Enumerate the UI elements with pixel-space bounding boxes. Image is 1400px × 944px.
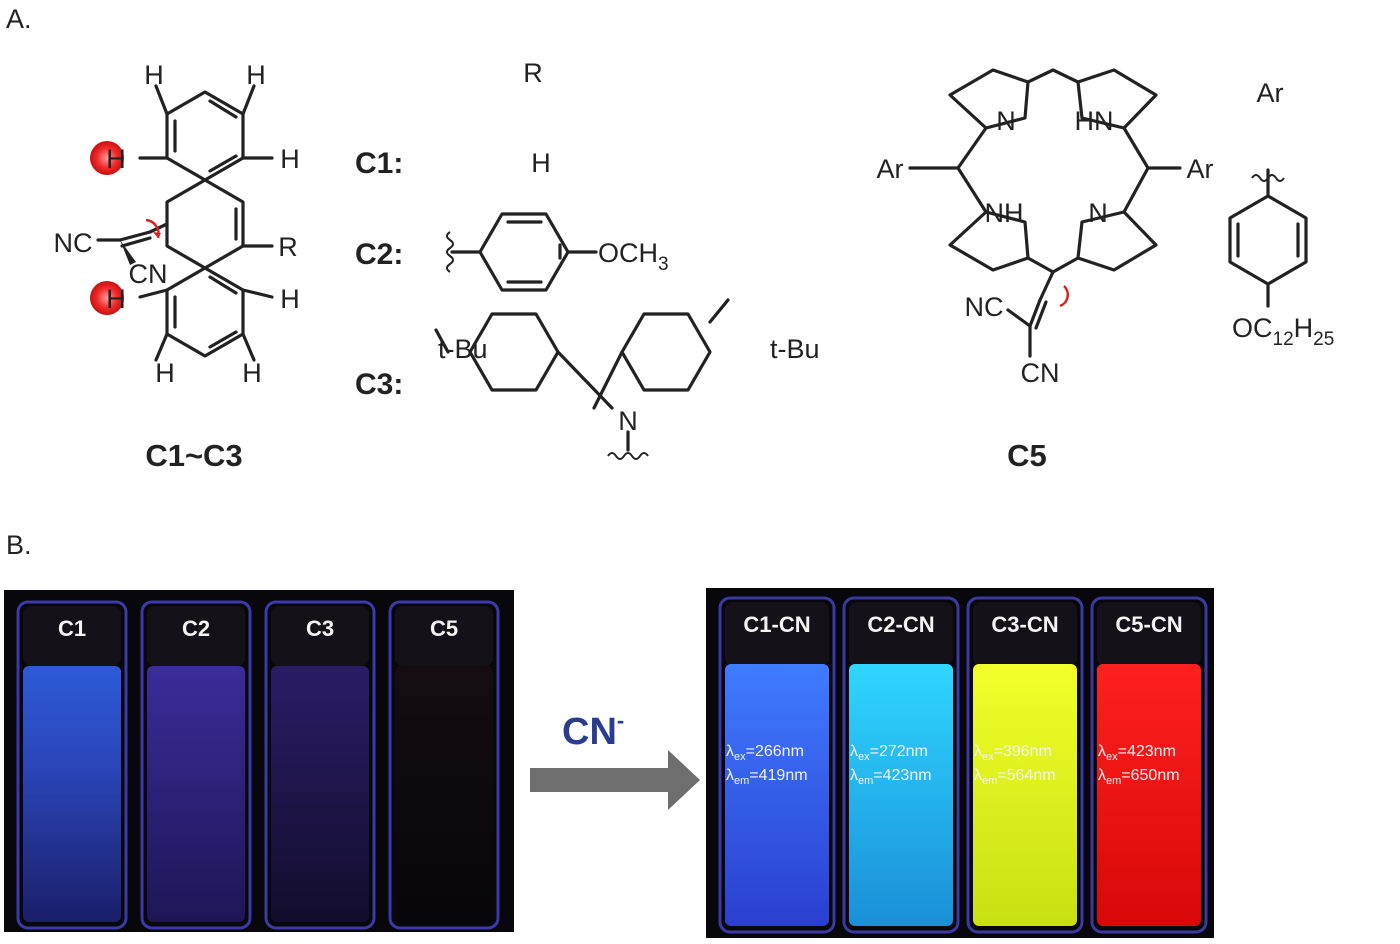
c3-tbu-right: t-Bu xyxy=(770,334,820,364)
lambda-em: λem=419nm xyxy=(726,767,808,787)
atom-cn: CN xyxy=(129,259,168,289)
r-header: R xyxy=(523,58,543,88)
lambda-ex: λex=423nm xyxy=(1098,743,1176,763)
c5-atom-nh: NH xyxy=(985,198,1024,228)
c2-och3: OCH3 xyxy=(598,238,669,275)
c5-atom-ar-right: Ar xyxy=(1187,154,1214,184)
c5-atom-ar-left: Ar xyxy=(877,154,904,184)
ar-oc12h25: OC12H25 xyxy=(1232,313,1334,350)
lambda-em: λem=650nm xyxy=(1098,767,1180,787)
vial-after-label: C3-CN xyxy=(991,612,1058,637)
atom-r: R xyxy=(278,232,298,262)
atom-h-1: H xyxy=(144,60,164,90)
vial-after-c5-cn: C5-CN λex=423nm λem=650nm xyxy=(1090,596,1208,934)
vial-after-c1-cn: C1-CN λex=266nm λem=419nm xyxy=(718,596,836,934)
c5-atom-cn: CN xyxy=(1021,358,1060,388)
before-vial-group: C1 C2 C3 C5 xyxy=(16,600,500,930)
row-c1-substituent: H xyxy=(531,148,551,178)
row-c2-label: C2: xyxy=(355,238,403,271)
vial-after-label: C5-CN xyxy=(1115,612,1182,637)
atom-h-3: H xyxy=(280,144,300,174)
c3-tbu-left: t-Bu xyxy=(438,334,488,364)
atom-nc: NC xyxy=(54,228,93,258)
c5-atom-hn: HN xyxy=(1075,106,1114,136)
vial-before-label: C2 xyxy=(182,616,210,641)
c5-atom-n-2: N xyxy=(1088,198,1108,228)
vial-after-c2-cn: C2-CN λex=272nm λem=423nm xyxy=(842,596,960,934)
vial-before-label: C3 xyxy=(306,616,334,641)
photo-before: C1 C2 C3 C5 xyxy=(4,590,514,932)
panel-b-label: B. xyxy=(6,530,32,560)
atom-h-5: H xyxy=(155,358,175,388)
lambda-em: λem=564nm xyxy=(974,767,1056,787)
atom-h-highlight-2: H xyxy=(106,284,126,314)
atom-h-highlight-1: H xyxy=(106,144,126,174)
panel-a-label: A. xyxy=(6,4,32,34)
row-c3-label: C3: xyxy=(355,368,403,401)
c1c3-core-structure xyxy=(90,84,274,362)
lambda-ex: λex=272nm xyxy=(850,743,928,763)
ar-header: Ar xyxy=(1257,78,1284,108)
c2-aryl-group xyxy=(446,212,598,292)
lambda-em: λem=423nm xyxy=(850,767,932,787)
c3-diarylamine-group xyxy=(434,298,730,460)
lambda-ex: λex=396nm xyxy=(974,743,1052,763)
atom-h-2: H xyxy=(246,60,266,90)
vial-after-label: C2-CN xyxy=(867,612,934,637)
ar-aryl-group xyxy=(1228,168,1308,308)
c5-atom-nc: NC xyxy=(965,292,1004,322)
arrow-label: CN- xyxy=(562,708,624,753)
vial-after-label: C1-CN xyxy=(743,612,810,637)
lambda-ex: λex=266nm xyxy=(726,743,804,763)
vial-before-c3: C3 xyxy=(264,600,376,930)
c3-amine-n: N xyxy=(618,406,638,436)
vial-before-label: C5 xyxy=(430,616,458,641)
atom-h-4: H xyxy=(280,284,300,314)
c5-porphyrin-core xyxy=(908,68,1182,358)
caption-c5: C5 xyxy=(1007,438,1047,473)
after-vial-group: C1-CN λex=266nm λem=419nm C2-CN λex=272nm λem… xyxy=(718,596,1208,934)
row-c1-label: C1: xyxy=(355,147,403,180)
vial-before-c1: C1 xyxy=(16,600,128,930)
reaction-arrow xyxy=(530,750,700,810)
vial-before-c2: C2 xyxy=(140,600,252,930)
caption-c1c3: C1~C3 xyxy=(145,438,242,473)
c5-atom-n-1: N xyxy=(996,106,1016,136)
atom-h-6: H xyxy=(242,358,262,388)
photo-after: C1-CN λex=266nm λem=419nm C2-CN λex=272nm λem… xyxy=(706,588,1214,938)
vial-before-c5: C5 xyxy=(388,600,500,930)
vial-before-label: C1 xyxy=(58,616,86,641)
vial-after-c3-cn: C3-CN λex=396nm λem=564nm xyxy=(966,596,1084,934)
